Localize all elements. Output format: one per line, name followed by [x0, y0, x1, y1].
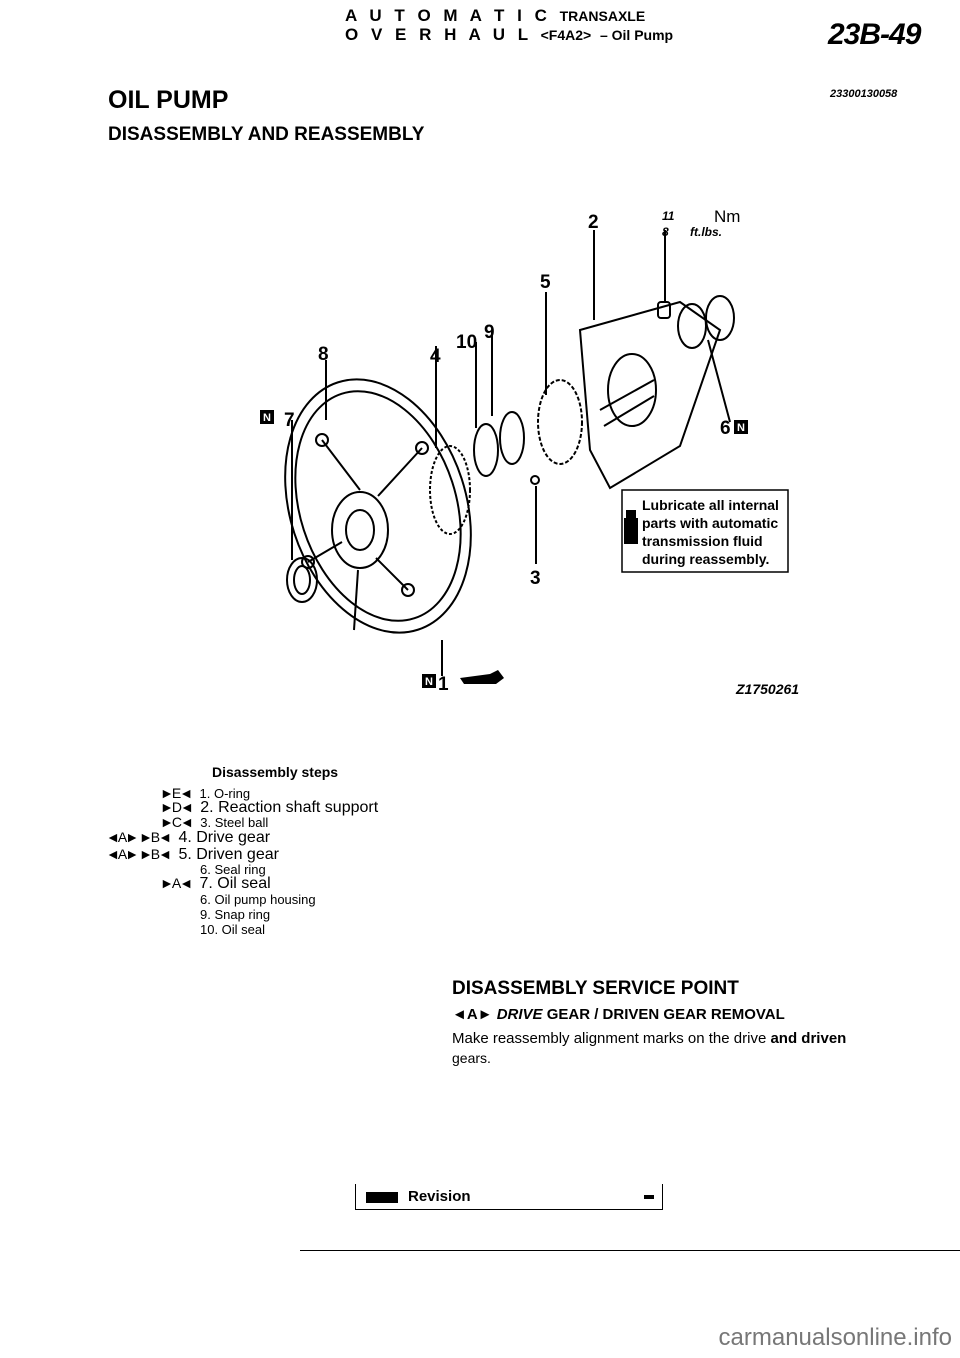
steps-heading: Disassembly steps — [212, 764, 339, 780]
callout-1: 1 — [438, 674, 449, 695]
svg-text:N: N — [263, 412, 271, 424]
header-model: <F4A2> — [540, 27, 592, 43]
revision-dash — [644, 1195, 654, 1199]
torque-nm-value: 11 — [662, 209, 675, 223]
step-item: ►C◄ 3. Steel ball — [160, 814, 269, 830]
torque-wrench-icon — [460, 670, 504, 684]
callout-3: 3 — [530, 568, 541, 589]
svg-text:N: N — [737, 422, 745, 434]
svg-text:transmission fluid: transmission fluid — [642, 533, 763, 549]
service-point-body: Make reassembly alignment marks on the d… — [452, 1030, 847, 1047]
svg-text:during reassembly.: during reassembly. — [642, 551, 769, 567]
service-mark-a-b: ◄A► ►B◄ — [106, 846, 172, 862]
header-overhaul: O V E R H A U L — [345, 25, 532, 44]
service-mark-d: ►D◄ — [160, 799, 194, 815]
step-item: ►A◄ 7. Oil seal — [160, 875, 271, 892]
revision-label: Revision — [408, 1188, 471, 1205]
svg-text:N: N — [425, 676, 433, 688]
driven-gear-drawing — [537, 379, 583, 465]
watermark: carmanualsonline.info — [718, 1324, 952, 1351]
page-code: 23B-49 — [828, 18, 921, 51]
oil-pump-exploded-diagram: 2 5 8 4 10 9 7 6 3 1 N N N 11 Nm 8 ft.lb… — [260, 207, 799, 697]
drive-gear-drawing — [429, 445, 471, 535]
page-title: OIL PUMP — [108, 86, 229, 114]
callout-8: 8 — [318, 344, 329, 365]
callout-2: 2 — [588, 212, 599, 233]
service-mark-a: ◄A► — [452, 1006, 493, 1023]
header-line-2: O V E R H A U L <F4A2> – Oil Pump — [345, 25, 673, 45]
step-item: ◄A► ►B◄ 5. Driven gear — [106, 846, 279, 863]
step-item: 6. Seal ring — [200, 862, 266, 877]
svg-text:parts with automatic: parts with automatic — [642, 515, 778, 531]
service-mark-e: ►E◄ — [160, 785, 193, 801]
torque-ftlbs-unit: ft.lbs. — [690, 225, 722, 239]
step-item: ◄A► ►B◄ 4. Drive gear — [106, 829, 271, 846]
service-mark-a-b: ◄A► ►B◄ — [106, 829, 172, 845]
service-point-subheading: ◄A► DRIVE GEAR / DRIVEN GEAR REMOVAL — [452, 1006, 785, 1023]
callout-6: 6 — [720, 418, 731, 439]
revision-box: Revision — [355, 1184, 663, 1210]
step-item: 10. Oil seal — [200, 922, 266, 937]
step-item: 9. Snap ring — [200, 907, 271, 922]
callout-9: 9 — [484, 322, 495, 343]
header-automatic: A U T O M A T I C — [345, 6, 551, 25]
callout-4: 4 — [430, 346, 441, 367]
svg-text:Lubricate all internal: Lubricate all internal — [642, 497, 779, 513]
page-subtitle: DISASSEMBLY AND REASSEMBLY — [108, 124, 425, 145]
lubrication-note: Lubricate all internal parts with automa… — [621, 489, 789, 573]
step-item: 6. Oil pump housing — [200, 892, 316, 907]
reaction-shaft-support-drawing — [578, 300, 722, 490]
oil-seal-left-drawing — [286, 557, 318, 603]
snap-ring-9-drawing — [499, 411, 525, 465]
service-point-body-2: gears. — [452, 1050, 491, 1066]
figure-id: Z1750261 — [735, 681, 799, 697]
bottom-rule — [300, 1250, 960, 1251]
callout-7: 7 — [284, 410, 295, 431]
revision-block — [366, 1192, 398, 1203]
header-transaxle: TRANSAXLE — [559, 8, 646, 24]
torque-ftlbs-value: 8 — [662, 225, 669, 239]
oil-pump-housing-drawing — [284, 378, 472, 634]
step-item: ►D◄ 2. Reaction shaft support — [160, 799, 379, 816]
document-id: 23300130058 — [830, 88, 898, 100]
step-item: ►E◄ 1. O-ring — [160, 785, 251, 801]
seal-ring-10-drawing — [473, 423, 499, 477]
service-mark-c: ►C◄ — [160, 814, 194, 830]
header-oil-pump: – Oil Pump — [599, 27, 674, 43]
torque-nm-unit: Nm — [714, 207, 740, 226]
new-part-markers: N N N — [260, 410, 748, 688]
header-line-1: A U T O M A T I C TRANSAXLE — [345, 6, 645, 26]
callout-5: 5 — [540, 272, 551, 293]
callout-10: 10 — [456, 332, 477, 353]
service-mark-a: ►A◄ — [160, 875, 193, 891]
service-point-heading: DISASSEMBLY SERVICE POINT — [452, 978, 739, 999]
